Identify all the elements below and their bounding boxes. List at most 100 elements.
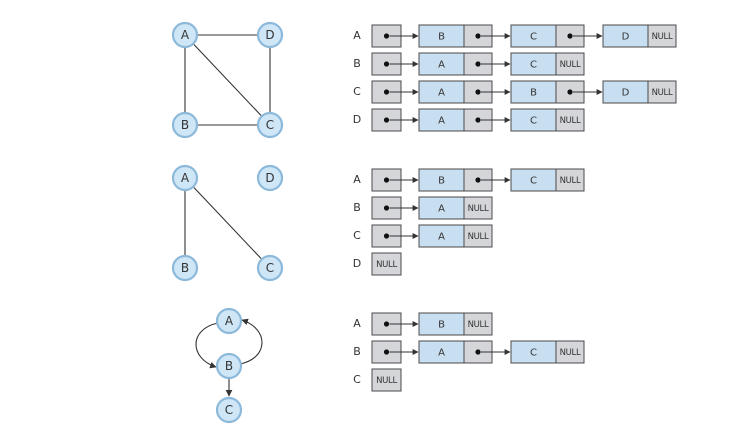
null-terminator: NULL — [560, 116, 581, 126]
list-node: B — [418, 24, 511, 48]
next-pointer-cell — [463, 224, 493, 248]
node-label: D — [265, 171, 274, 185]
node-label: B — [225, 359, 233, 373]
pointer-dot — [567, 89, 573, 95]
next-pointer-cell — [555, 340, 585, 364]
node-label: C — [225, 403, 233, 417]
row-vertex-label: B — [353, 345, 361, 358]
value-label: A — [438, 232, 445, 243]
row-vertex-label: C — [353, 229, 361, 242]
value-label: C — [530, 348, 537, 359]
value-label: A — [438, 348, 445, 359]
next-pointer-cell — [463, 312, 493, 336]
node-label: B — [181, 261, 189, 275]
next-pointer-cell — [463, 196, 493, 220]
node-circle — [215, 352, 243, 380]
list-node: D NULL — [602, 24, 677, 48]
next-pointer-cell — [555, 52, 585, 76]
graph-node: C — [256, 254, 284, 282]
value-label: A — [438, 60, 445, 71]
value-label: C — [530, 32, 537, 43]
next-pointer-cell — [647, 80, 677, 104]
graph-node: A — [171, 21, 199, 49]
value-label: B — [438, 176, 445, 187]
list-node: B — [510, 80, 603, 104]
list-node: C — [510, 24, 603, 48]
pointer-dot — [383, 61, 390, 67]
graph-node: A — [171, 164, 199, 192]
pointer-dot — [383, 233, 390, 239]
next-pointer-cell — [555, 168, 585, 192]
node-circle — [256, 111, 284, 139]
pointer-dot — [475, 33, 481, 39]
value-label: B — [438, 320, 445, 331]
pointer-dot — [567, 33, 573, 39]
row-vertex-label: D — [353, 113, 361, 126]
graph-node: C — [215, 396, 243, 424]
value-label: A — [438, 204, 445, 215]
node-label: C — [266, 118, 274, 132]
graph-node: C — [256, 111, 284, 139]
pointer-dot — [475, 177, 481, 183]
graph-node: B — [215, 352, 243, 380]
value-label: A — [438, 116, 445, 127]
graph-edge — [193, 187, 262, 259]
list-node: C NULL — [510, 108, 585, 132]
list-node: A — [418, 52, 511, 76]
null-terminator: NULL — [560, 60, 581, 70]
null-terminator: NULL — [560, 348, 581, 358]
pointer-dot — [383, 321, 390, 327]
row-vertex-label: A — [353, 173, 361, 186]
head-pointer-cell — [371, 368, 402, 392]
adjacency-row: C NULL — [353, 368, 402, 392]
null-terminator: NULL — [652, 88, 673, 98]
pointer-dot — [475, 117, 481, 123]
node-circle — [215, 307, 243, 335]
row-vertex-label: C — [353, 373, 361, 386]
graph-arc — [195, 322, 219, 369]
value-label: B — [530, 88, 537, 99]
pointer-dot — [383, 205, 390, 211]
node-label: C — [266, 261, 274, 275]
node-circle — [215, 396, 243, 424]
list-node: A — [418, 108, 511, 132]
null-terminator: NULL — [376, 376, 397, 386]
node-circle — [171, 111, 199, 139]
adjacency-row: A B C D NULL — [353, 24, 677, 48]
node-label: A — [181, 28, 190, 42]
adjacency-row: B A C NULL — [353, 340, 585, 364]
list-node: D NULL — [602, 80, 677, 104]
node-label: A — [181, 171, 190, 185]
graph-node: D — [256, 21, 284, 49]
value-label: D — [622, 88, 630, 99]
null-terminator: NULL — [652, 32, 673, 42]
value-label: C — [530, 116, 537, 127]
null-terminator: NULL — [560, 176, 581, 186]
list-node: C NULL — [510, 340, 585, 364]
value-label: D — [622, 32, 630, 43]
row-vertex-label: A — [353, 29, 361, 42]
node-circle — [171, 254, 199, 282]
row-vertex-label: C — [353, 85, 361, 98]
node-circle — [256, 254, 284, 282]
pointer-dot — [383, 349, 390, 355]
pointer-dot — [383, 177, 390, 183]
row-vertex-label: B — [353, 57, 361, 70]
node-label: B — [181, 118, 189, 132]
node-circle — [256, 21, 284, 49]
graph-edge — [193, 44, 262, 116]
